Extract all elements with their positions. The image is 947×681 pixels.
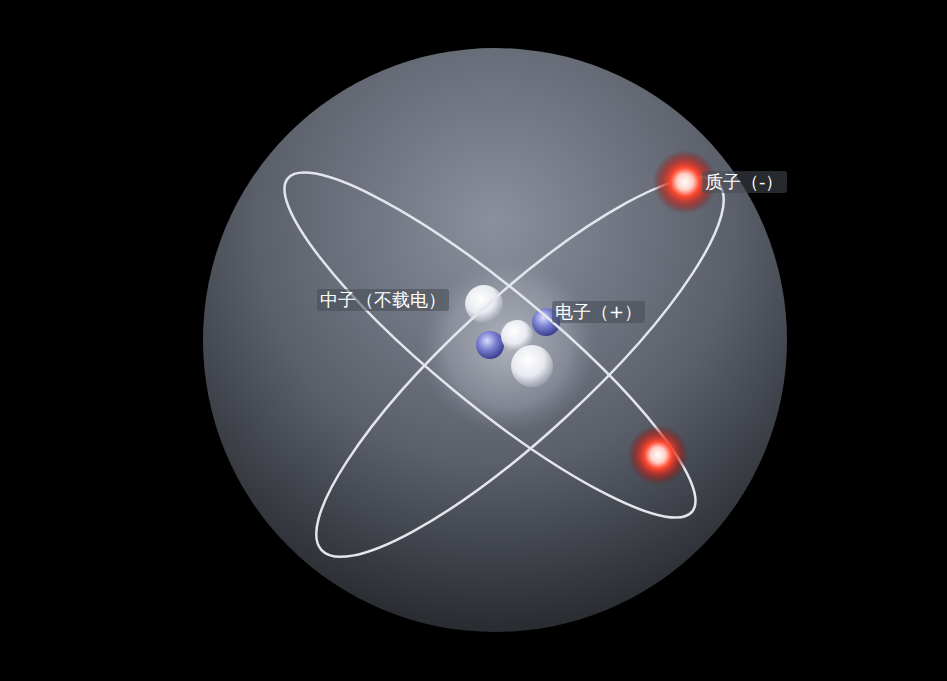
- part-label: 中子（不载电）: [317, 289, 449, 311]
- part-label: 质子（-）: [702, 171, 787, 193]
- part-label: 电子（+）: [552, 301, 645, 323]
- orbiting-particle: [628, 425, 688, 485]
- atom-sphere: [203, 48, 787, 632]
- nucleons: [465, 285, 560, 387]
- orbits: [251, 134, 765, 600]
